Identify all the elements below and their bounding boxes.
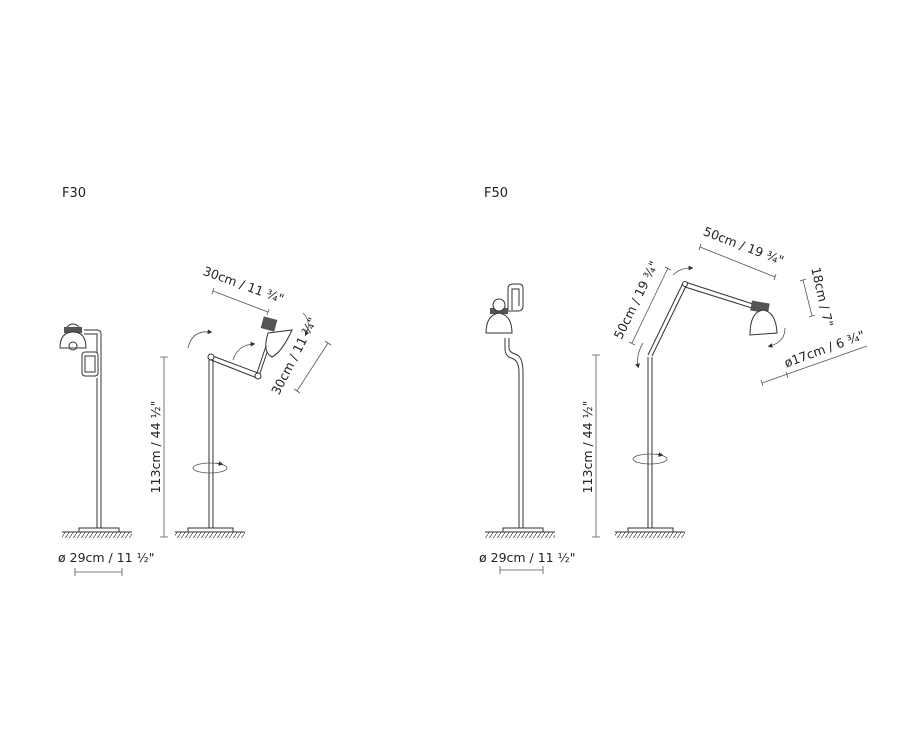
f30-lower-arm-label: 30cm / 11 ¾" [268,315,320,397]
f30-front-view [59,323,132,538]
f50-base-diameter-label: ø 29cm / 11 ½" [479,550,575,565]
f30-side-view [175,312,310,538]
f30-base-diameter-label: ø 29cm / 11 ½" [58,550,154,565]
f30-upper-arm-label: 30cm / 11 ¾" [201,263,286,306]
f50-height-dimension-line [592,354,600,538]
f50-lower-arm-label: 50cm / 19 ¾" [611,259,662,342]
f50-shade-diameter-dimension-line [760,345,868,387]
f50-section: F50 ø 29cm / 11 ½" 113cm / 44 ½" [479,186,868,574]
f30-height-label: 113cm / 44 ½" [148,401,163,494]
f50-side-view [615,265,786,538]
f50-height-label: 113cm / 44 ½" [580,401,595,494]
f30-lower-arm-dimension-line [293,340,332,394]
f50-upper-arm-label: 50cm / 19 ¾" [701,224,786,268]
f30-title: F30 [62,186,86,201]
f50-lower-arm-dimension-line [628,266,672,346]
f30-height-dimension-line [160,356,168,538]
f30-upper-arm-dimension-line [211,287,270,316]
f50-shade-diameter-label: ø17cm / 6 ¾" [782,327,867,370]
f50-front-view [485,283,555,538]
f50-upper-arm-dimension-line [698,243,777,281]
f50-base-dimension-line [499,566,544,574]
f30-section: F30 ø 29cm / 11 ½" 113cm / 44 ½" [58,186,332,576]
f50-shade-height-label: 18cm / 7" [808,266,836,329]
f50-title: F50 [484,186,508,201]
f30-base-dimension-line [74,568,123,576]
f50-shade-height-dimension-line [799,278,816,318]
